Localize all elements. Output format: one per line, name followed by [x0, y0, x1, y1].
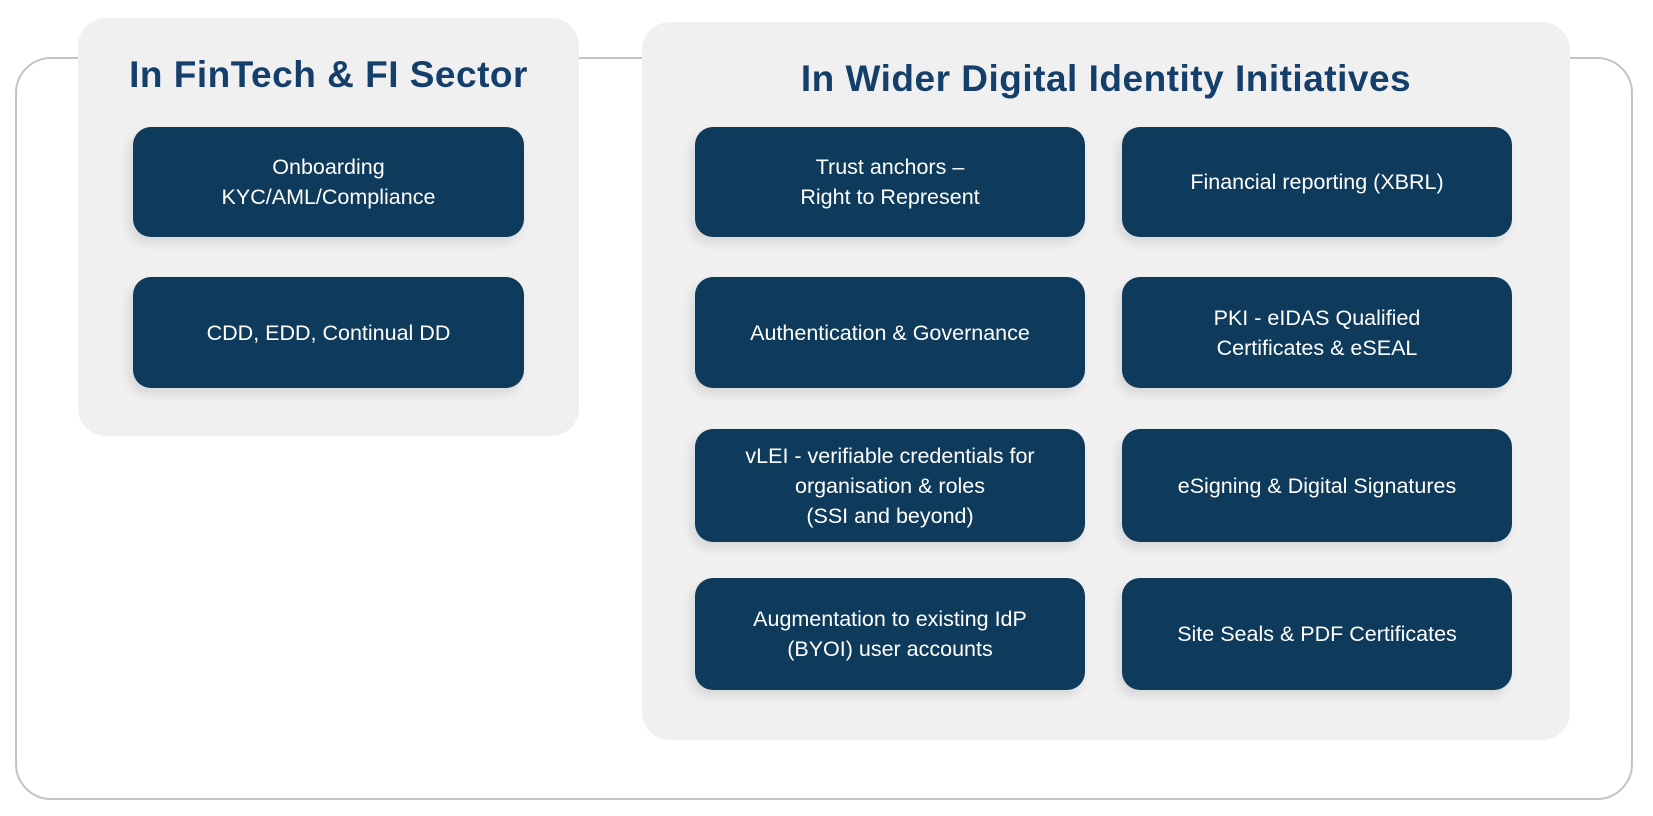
box-esigning-digital-signatures: eSigning & Digital Signatures	[1122, 429, 1512, 542]
box-augmentation-existing-idp: Augmentation to existing IdP (BYOI) user…	[695, 578, 1085, 690]
digital-identity-title: In Wider Digital Identity Initiatives	[800, 58, 1412, 99]
box-trust-anchors-right-to-represent: Trust anchors – Right to Represent	[695, 127, 1085, 237]
box-onboarding-kyc-aml-compliance: Onboarding KYC/AML/Compliance	[133, 127, 524, 237]
fintech-sector-title: In FinTech & FI Sector	[129, 54, 528, 95]
box-authentication-governance: Authentication & Governance	[695, 277, 1085, 388]
box-site-seals-pdf-certificates: Site Seals & PDF Certificates	[1122, 578, 1512, 690]
box-vlei-verifiable-credentials: vLEI - verifiable credentials for organi…	[695, 429, 1085, 542]
digital-identity-panel: In Wider Digital Identity Initiatives Tr…	[642, 22, 1570, 740]
box-financial-reporting-xbrl: Financial reporting (XBRL)	[1122, 127, 1512, 237]
box-pki-eidas-qualified-certificates: PKI - eIDAS Qualified Certificates & eSE…	[1122, 277, 1512, 388]
box-cdd-edd-continual-dd: CDD, EDD, Continual DD	[133, 277, 524, 388]
fintech-sector-panel: In FinTech & FI Sector Onboarding KYC/AM…	[78, 18, 579, 436]
